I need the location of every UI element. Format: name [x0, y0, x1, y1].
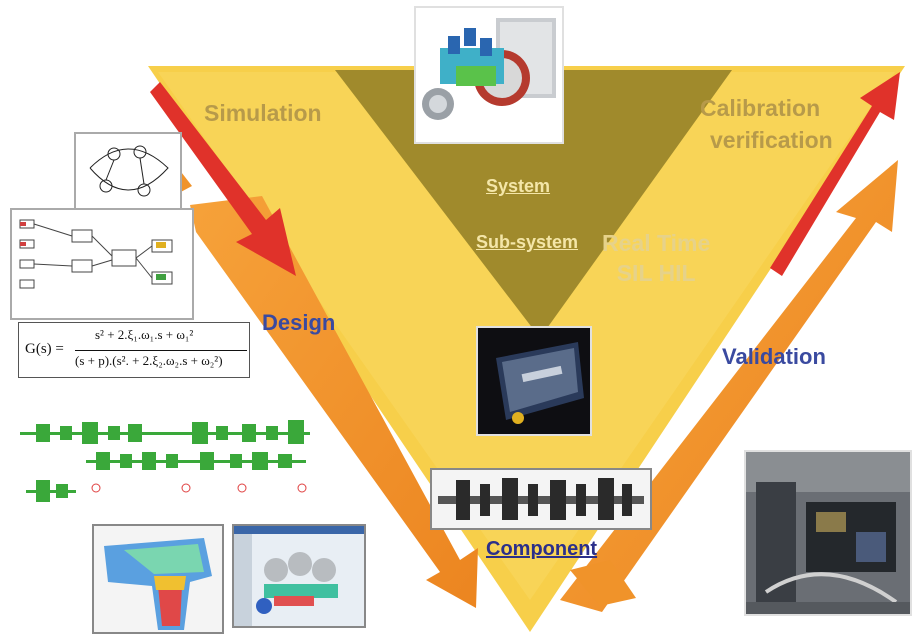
schematic-image: [16, 396, 314, 516]
fea-image: [92, 524, 224, 634]
realtime-label: Real Time SIL HIL: [602, 228, 710, 288]
state-diagram-image: [74, 132, 182, 210]
transfer-function-formula: G(s) = s² + 2.ξ₁.ω₁.s + ω₁² (s + p).(s².…: [18, 322, 250, 378]
calibration-line2: verification: [710, 127, 833, 153]
system-label: System: [486, 176, 551, 196]
calibration-label: Calibration verification: [700, 92, 833, 156]
formula-fraction-bar: [75, 350, 247, 351]
validation-label: Validation: [722, 344, 826, 369]
block-diagram-image: [10, 208, 194, 320]
validation-arrow-stub: [570, 560, 636, 606]
crankshaft-image: [430, 468, 652, 530]
formula-numerator: s² + 2.ξ₁.ω₁.s + ω₁²: [95, 327, 194, 342]
component-label: Component: [486, 538, 598, 560]
cad-engine-image: [232, 524, 366, 628]
design-label: Design: [262, 310, 336, 335]
formula-denominator: (s + p).(s². + 2.ξ₂.ω₂.s + ω₂²): [75, 353, 223, 368]
formula-lhs: G(s) =: [25, 341, 64, 357]
subsystem-label: Sub-system: [476, 232, 579, 252]
engine-assembly-image: [414, 6, 564, 144]
design-arrow: [190, 196, 478, 608]
red-arrow-left: [150, 82, 296, 276]
realtime-line1: Real Time: [602, 230, 711, 256]
engine-cover-image: [476, 326, 592, 436]
calibration-line1: Calibration: [700, 95, 821, 121]
test-bench-image: [744, 450, 912, 616]
realtime-line2: SIL HIL: [616, 260, 696, 286]
simulation-label: Simulation: [204, 100, 322, 126]
red-arrow-right: [770, 72, 900, 276]
